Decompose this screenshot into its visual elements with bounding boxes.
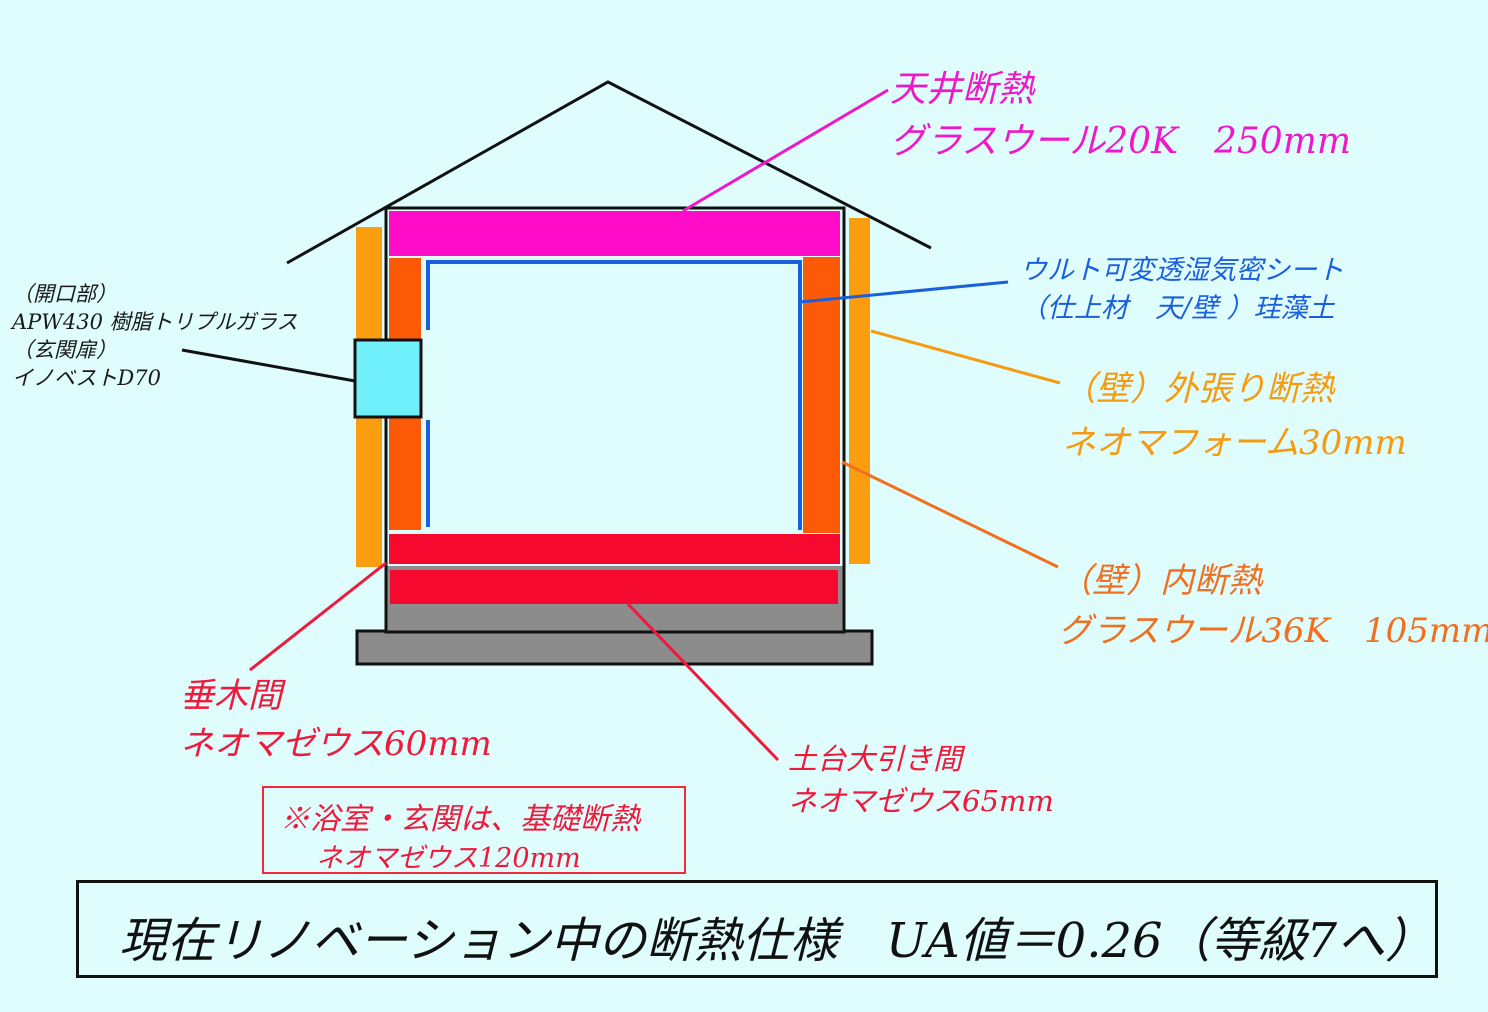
- note-line1: ※浴室・玄関は、基礎断熱: [280, 802, 640, 837]
- exterior-insulation-label: （壁）外張り断熱 ネオマフォーム30mm: [1062, 362, 1407, 470]
- leader-sill: [626, 602, 780, 762]
- leader-interior: [841, 460, 1059, 569]
- floor-joist-insulation: [389, 534, 840, 564]
- sill-label-line1: 土台大引き間: [788, 742, 963, 776]
- ceiling-insulation: [389, 211, 840, 256]
- opening-label-line3: （玄関扉）: [12, 338, 117, 362]
- sheet-label-line2: （仕上材 天/壁 ）珪藻土: [1020, 293, 1335, 324]
- leader-floor: [249, 561, 387, 672]
- int-label-line1: （壁）内断熱: [1058, 561, 1262, 601]
- leader-exterior: [870, 329, 1061, 385]
- leader-opening: [181, 348, 356, 383]
- ceiling-insulation-label: 天井断熱 グラスウール20K 250mm: [890, 64, 1351, 168]
- sill-insulation-label: 土台大引き間 ネオマゼウス65mm: [788, 738, 1054, 822]
- floor-label-line2: ネオマゼウス60mm: [180, 724, 492, 764]
- sheet-label-line1: ウルト可変透湿気密シート: [1020, 255, 1344, 286]
- exterior-insulation-right: [849, 218, 870, 564]
- leader-sheet: [799, 280, 1009, 304]
- interior-insulation-right: [803, 257, 840, 533]
- page-title: 現在リノベーション中の断熱仕様 UA値＝0.26（等級7へ）: [119, 913, 1434, 969]
- house-frame: [384, 206, 846, 634]
- opening-label-line4: イノベストD70: [12, 366, 161, 390]
- floor-label-line1: 垂木間: [180, 676, 282, 716]
- opening-label-line2: APW430 樹脂トリプルガラス: [12, 310, 298, 334]
- window-opening: [353, 338, 423, 419]
- airtight-sheet-label: ウルト可変透湿気密シート （仕上材 天/壁 ）珪藻土: [1020, 252, 1344, 328]
- roof-line: [286, 80, 932, 265]
- ext-label-line1: （壁）外張り断熱: [1062, 369, 1334, 409]
- opening-label: （開口部） APW430 樹脂トリプルガラス （玄関扉） イノベストD70: [12, 280, 298, 392]
- airtight-sheet-line: [426, 260, 802, 530]
- leader-ceiling: [682, 88, 889, 213]
- ceiling-label-line1: 天井断熱: [890, 69, 1035, 110]
- ceiling-label-line2: グラスウール20K 250mm: [890, 121, 1351, 162]
- opening-label-line1: （開口部）: [12, 282, 117, 306]
- sill-insulation: [390, 570, 838, 604]
- interior-insulation-label: （壁）内断熱 グラスウール36K 105mm: [1058, 556, 1488, 656]
- int-label-line2: グラスウール36K 105mm: [1058, 611, 1488, 651]
- foundation-slab: [355, 629, 874, 666]
- ext-label-line2: ネオマフォーム30mm: [1062, 423, 1407, 463]
- note-box: ※浴室・玄関は、基礎断熱 ネオマゼウス120mm: [262, 786, 686, 874]
- title-box: 現在リノベーション中の断熱仕様 UA値＝0.26（等級7へ）: [76, 880, 1438, 978]
- floor-joist-label: 垂木間 ネオマゼウス60mm: [180, 672, 492, 768]
- note-line2: ネオマゼウス120mm: [316, 843, 581, 874]
- sill-label-line2: ネオマゼウス65mm: [788, 784, 1054, 818]
